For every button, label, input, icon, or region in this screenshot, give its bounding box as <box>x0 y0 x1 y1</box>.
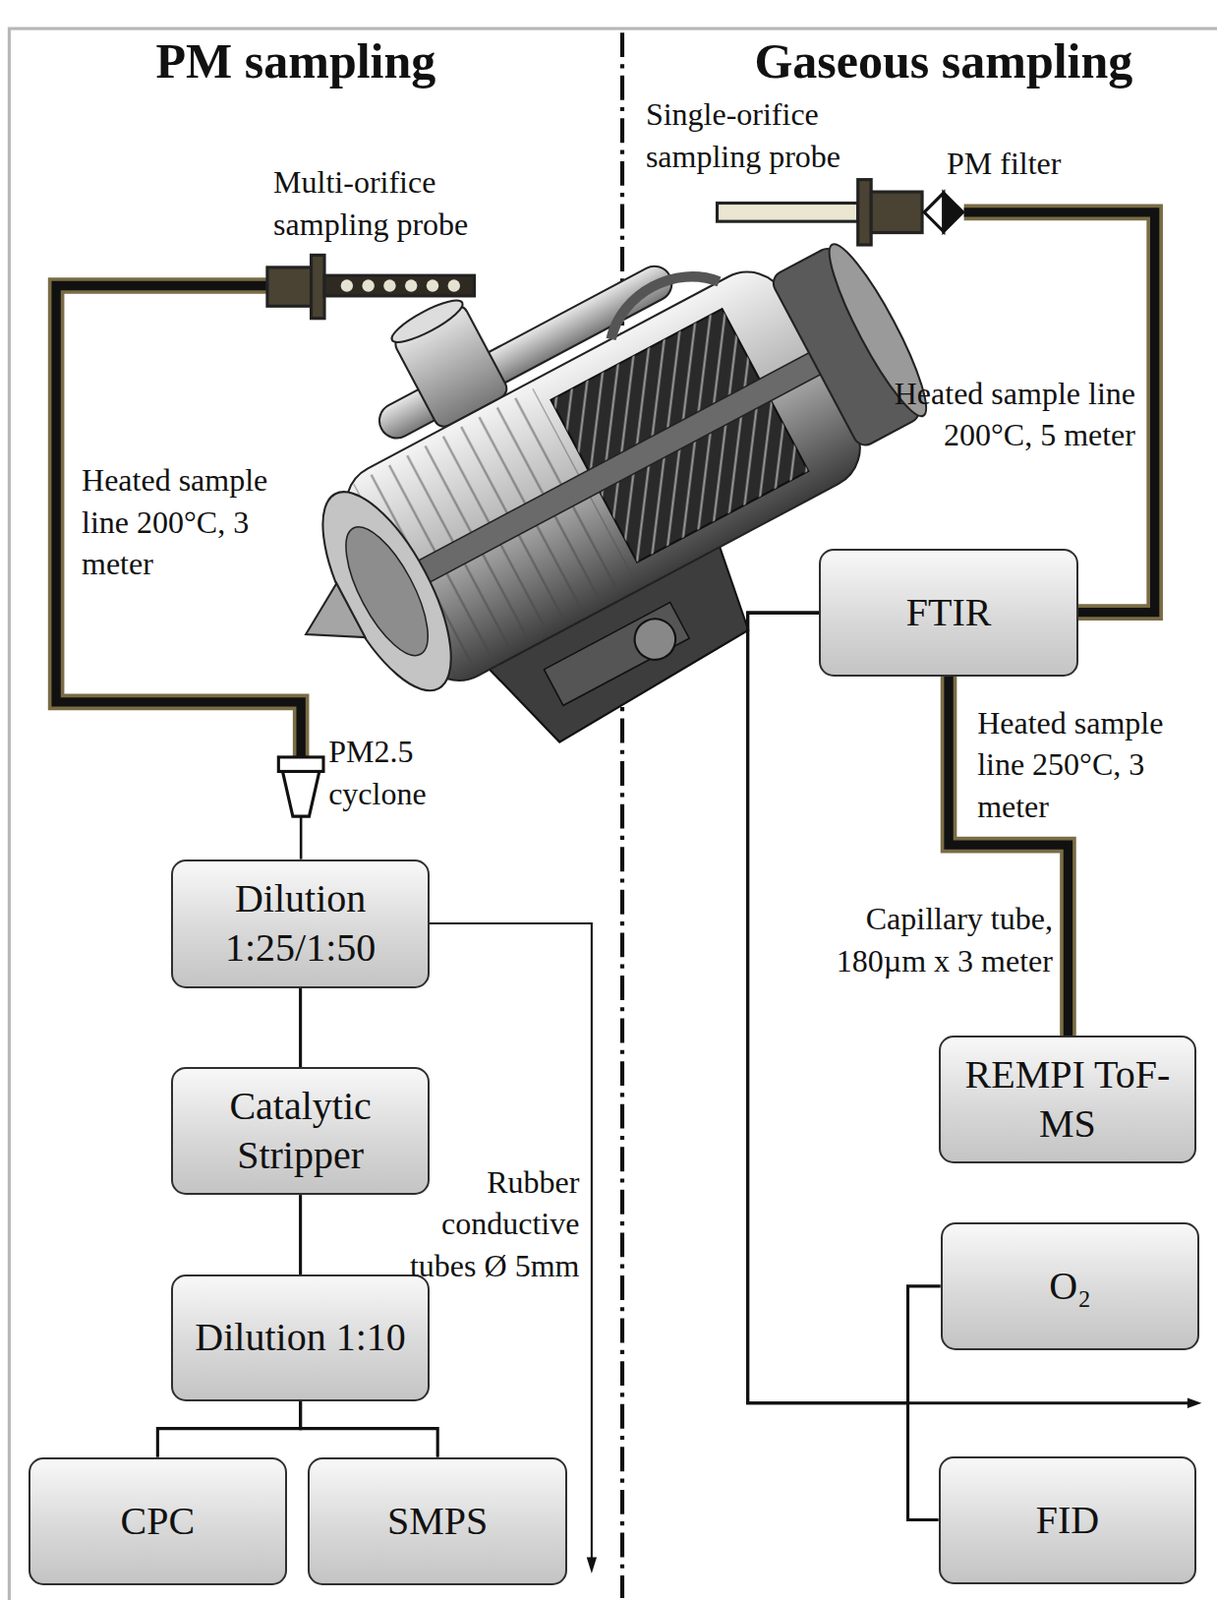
box-label: REMPI ToF-MS <box>957 1049 1177 1149</box>
connector-line <box>298 986 302 1067</box>
process-box: O₂ <box>940 1221 1201 1350</box>
process-box: Dilution 1:10 <box>171 1274 430 1401</box>
connector-line <box>298 1194 302 1275</box>
box-label: Dilution 1:10 <box>194 1312 406 1362</box>
box-label: Catalytic Stripper <box>193 1081 408 1180</box>
annotation-label: Multi-orifice sampling probe <box>273 161 541 245</box>
process-box: REMPI ToF-MS <box>938 1035 1198 1163</box>
multi-orifice-probe <box>267 254 475 318</box>
connector-line <box>748 612 941 1403</box>
box-label: O₂ <box>1048 1261 1092 1311</box>
connector <box>748 612 939 1519</box>
annotation-label: Single-orifice sampling probe <box>645 93 914 177</box>
cyclone-symbol <box>278 756 324 860</box>
process-box: SMPS <box>307 1456 568 1585</box>
box-label: Dilution 1:25/1:50 <box>193 873 408 973</box>
process-box: CPC <box>28 1456 288 1585</box>
process-box: Dilution 1:25/1:50 <box>171 859 430 988</box>
process-box: FTIR <box>818 548 1079 677</box>
box-label: CPC <box>120 1496 196 1546</box>
engine-illustration <box>198 118 995 824</box>
annotation-label: PM filter <box>946 142 1120 185</box>
box-label: SMPS <box>387 1496 488 1546</box>
connector-line <box>748 612 939 1519</box>
exhaust-arrow <box>908 1397 1203 1408</box>
connector <box>300 1400 439 1457</box>
section-title: PM sampling <box>91 28 500 95</box>
pm-filter-symbol <box>924 192 963 232</box>
annotation-label: Rubber conductive tubes Ø 5mm <box>396 1160 580 1287</box>
connector-line <box>300 1400 439 1457</box>
annotation-label: Heated sample line 200°C, 3 meter <box>81 459 322 585</box>
connector <box>299 1194 301 1275</box>
section-divider <box>620 32 625 1598</box>
annotation-label: Heated sample line 200°C, 5 meter <box>890 372 1136 457</box>
annotation-label: Capillary tube, 180µm x 3 meter <box>777 897 1053 982</box>
connector <box>157 1400 300 1457</box>
box-label: FTIR <box>906 587 992 638</box>
annotation-label: Heated sample line 250°C, 3 meter <box>977 701 1215 828</box>
connector <box>748 612 941 1403</box>
outer-frame <box>8 28 1217 1600</box>
single-orifice-probe <box>717 179 924 245</box>
section-title: Gaseous sampling <box>683 28 1204 95</box>
annotation-label: PM2.5 cyclone <box>328 730 462 814</box>
connector <box>299 986 301 1067</box>
connector-line <box>157 1400 300 1457</box>
box-label: FID <box>1036 1495 1100 1545</box>
process-box: Catalytic Stripper <box>171 1066 430 1195</box>
process-box: FID <box>938 1455 1198 1584</box>
